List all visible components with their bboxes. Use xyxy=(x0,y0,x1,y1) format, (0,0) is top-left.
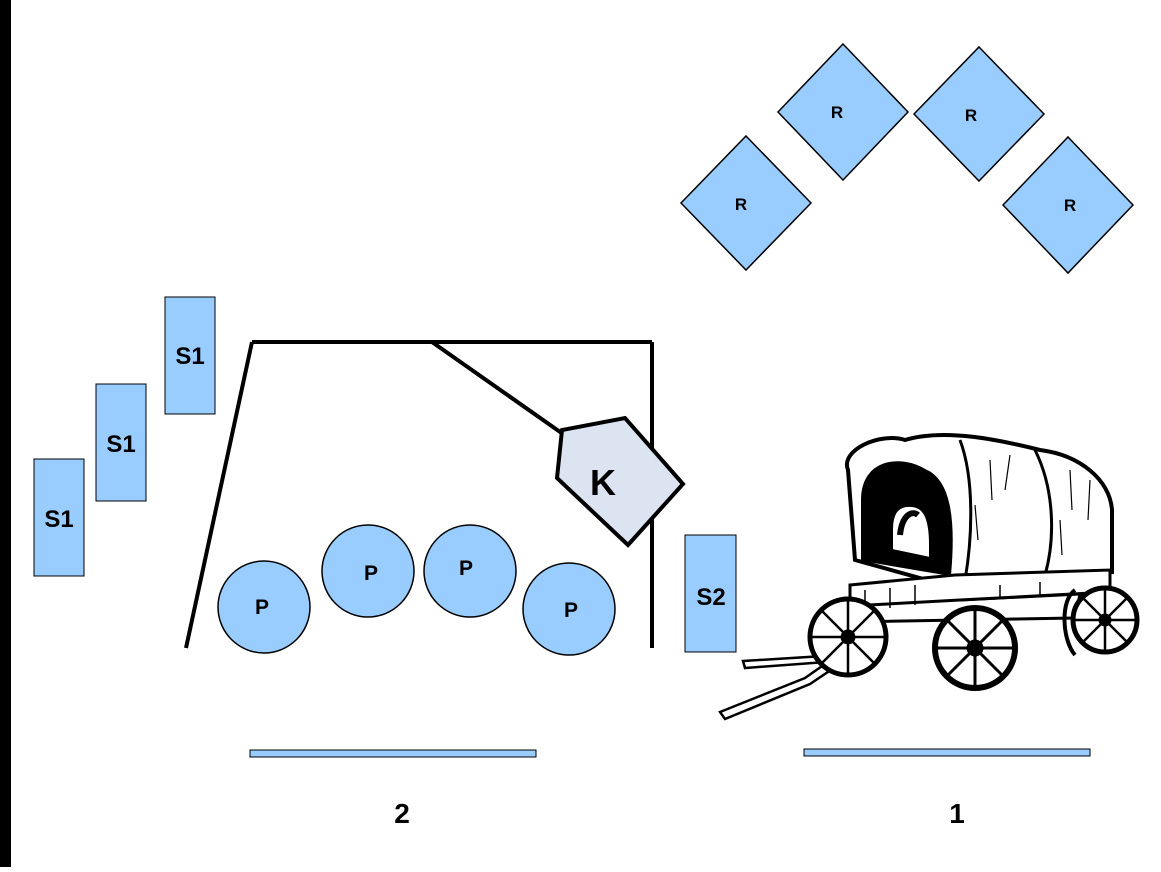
s1-rect-middle: S1 xyxy=(95,383,147,502)
left-border xyxy=(0,0,11,867)
r-diamond-1: R xyxy=(679,134,813,272)
s1-rect-bottom: S1 xyxy=(33,458,85,577)
p-circle-3: P xyxy=(423,524,517,618)
r-diamond-3-label: R xyxy=(965,106,977,125)
floor-bar-1 xyxy=(803,748,1091,757)
r-diamond-4: R xyxy=(1001,135,1135,275)
r-diamond-2-label: R xyxy=(831,103,843,122)
p-circle-2-label: P xyxy=(364,562,378,585)
s2-label: S2 xyxy=(696,584,725,611)
s1-middle-label: S1 xyxy=(106,431,135,458)
wagon-front-wheel xyxy=(807,596,889,678)
s2-rect: S2 xyxy=(684,534,737,653)
wagon-rear-wheel xyxy=(1070,585,1140,655)
s1-bottom-label: S1 xyxy=(44,506,73,533)
floor-bar-2 xyxy=(249,749,537,758)
p-circle-4-label: P xyxy=(564,599,578,622)
k-label: K xyxy=(590,462,616,503)
zone-1-label: 1 xyxy=(949,798,965,829)
r-diamond-4-label: R xyxy=(1064,196,1076,215)
s1-top-label: S1 xyxy=(175,343,204,370)
k-marker: K xyxy=(554,415,686,548)
p-circle-4: P xyxy=(522,562,616,656)
r-diamond-1-label: R xyxy=(735,195,747,214)
p-circle-1: P xyxy=(217,560,311,654)
wagon-main-wheel xyxy=(932,605,1018,691)
r-diamond-3: R xyxy=(912,45,1046,183)
p-circle-2: P xyxy=(321,524,415,618)
p-circle-3-label: P xyxy=(459,557,473,580)
p-circle-1-label: P xyxy=(255,596,269,619)
zone-2-label: 2 xyxy=(394,798,410,829)
r-diamond-2: R xyxy=(776,42,910,182)
covered-wagon-icon xyxy=(718,433,1140,721)
wagon-far-wheel xyxy=(1062,588,1077,657)
s1-rect-top: S1 xyxy=(164,296,216,415)
